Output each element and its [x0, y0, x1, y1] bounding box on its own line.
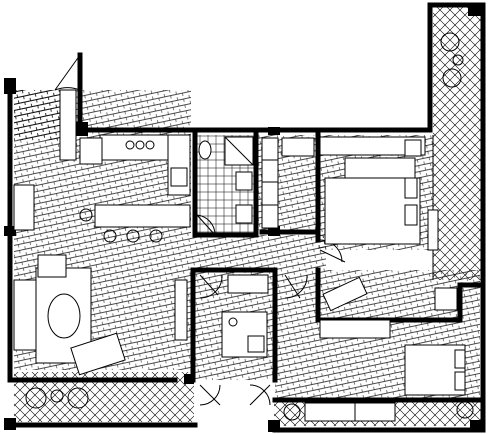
stool [79, 208, 93, 222]
chair-round [440, 32, 460, 52]
entry-door [54, 54, 81, 91]
wardrobe [319, 136, 426, 156]
column [184, 374, 194, 384]
column [4, 226, 16, 236]
pillow [454, 371, 466, 391]
desk-balcony [304, 402, 361, 422]
column [268, 420, 280, 432]
shoe-cabinet [59, 89, 77, 161]
vanity [235, 204, 253, 224]
bathroom [198, 136, 254, 224]
kitchen-island [94, 204, 191, 228]
sink [170, 167, 188, 187]
doors [54, 54, 346, 406]
hall-floor [191, 235, 326, 270]
side-cabinet [434, 287, 458, 311]
column [470, 420, 483, 432]
pillow [454, 349, 466, 369]
master-bedroom [319, 136, 439, 251]
stool [103, 229, 117, 243]
armchair [70, 332, 126, 376]
wall-cabinet [13, 184, 35, 231]
armchair [37, 254, 67, 278]
master-door [319, 239, 346, 263]
stool [126, 229, 140, 243]
chair-round [25, 387, 47, 409]
column [268, 226, 280, 236]
pillow [404, 177, 418, 199]
column [4, 418, 16, 430]
north-wall-top [192, 2, 486, 433]
dresser [319, 319, 391, 339]
living-room [13, 254, 188, 409]
column [268, 127, 280, 135]
chaise [322, 276, 368, 312]
fridge [79, 137, 103, 165]
bookshelf [227, 274, 269, 294]
burner [145, 140, 155, 150]
column [468, 4, 483, 16]
tv-unit [174, 279, 188, 341]
side-table [50, 389, 64, 403]
wardrobe [261, 137, 279, 229]
vanity [235, 171, 253, 191]
entry-wall [77, 52, 198, 238]
nightstand [404, 139, 422, 157]
second-bed-door [284, 274, 308, 299]
bench [354, 402, 396, 422]
second-bedroom [283, 276, 474, 422]
chair-round [283, 403, 301, 421]
balcony-door-east [249, 384, 271, 406]
chair-round [67, 387, 89, 409]
window-seat [427, 209, 439, 251]
columns [4, 4, 483, 432]
toilet [198, 140, 212, 160]
lamp [228, 317, 238, 327]
kitchen [13, 89, 191, 243]
pillow [404, 204, 418, 226]
burner [135, 140, 145, 150]
coffee-table [47, 293, 81, 339]
chair [247, 335, 265, 353]
second-bed-top-wall [315, 267, 486, 323]
wardrobe-top [281, 137, 315, 157]
study [221, 274, 269, 358]
column [4, 78, 16, 94]
closet [261, 137, 315, 229]
chair-round [442, 68, 462, 88]
bathroom-door [196, 214, 216, 236]
burner [125, 140, 135, 150]
side-table [452, 54, 464, 66]
sofa [13, 279, 37, 351]
bed-frame [324, 177, 421, 245]
study-top-wall [190, 267, 278, 383]
balcony-east-floor [433, 5, 483, 280]
stool [149, 229, 163, 243]
study-door [199, 274, 223, 299]
balcony-door [199, 384, 221, 406]
chair-round [456, 401, 474, 419]
balcony-east-furniture [440, 32, 464, 88]
column [76, 122, 88, 136]
